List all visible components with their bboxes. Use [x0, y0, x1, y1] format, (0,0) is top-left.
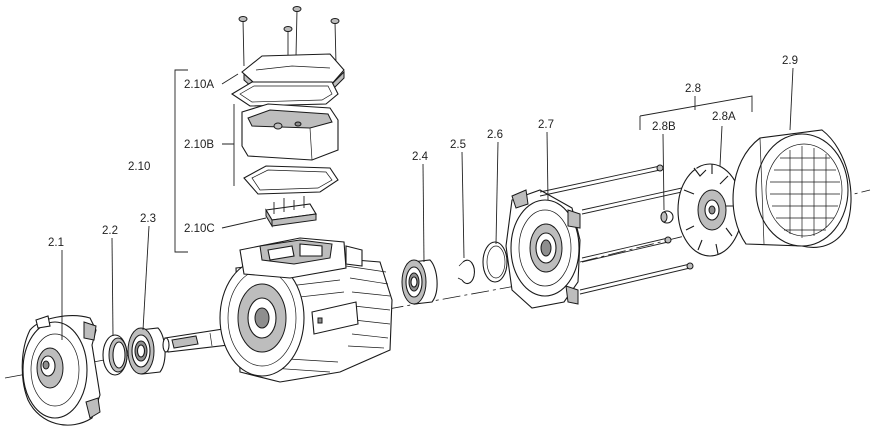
- label-2-5: 2.5: [450, 139, 466, 151]
- part-end-shield-rear: [505, 189, 581, 309]
- label-2-2: 2.2: [102, 225, 118, 237]
- label-2-10c: 2.10C: [184, 223, 215, 235]
- part-fan: [677, 163, 743, 257]
- label-2-7: 2.7: [538, 119, 554, 131]
- label-2-8a: 2.8A: [712, 111, 736, 123]
- part-motor-body: [219, 237, 393, 383]
- label-2-1: 2.1: [48, 237, 64, 249]
- part-terminal-block: [265, 196, 317, 228]
- part-fan-cover: [732, 129, 852, 248]
- callout-labels: 2.1 2.2 2.3 2.4 2.5 2.6 2.7 2.8 2.8B 2.8…: [48, 55, 798, 249]
- part-terminal-box-frame: [241, 103, 339, 161]
- part-terminal-box-gasket-bottom: [243, 165, 339, 195]
- label-2-10: 2.10: [128, 161, 150, 173]
- label-2-4: 2.4: [412, 151, 429, 163]
- part-terminal-box-gasket-top: [230, 81, 339, 107]
- label-2-10b: 2.10B: [184, 139, 214, 151]
- label-2-3: 2.3: [140, 213, 156, 225]
- part-circlip: [457, 259, 475, 285]
- label-2-8: 2.8: [685, 83, 701, 95]
- part-ring: [102, 334, 128, 376]
- label-2-9: 2.9: [782, 55, 798, 67]
- label-2-10a: 2.10A: [184, 79, 214, 91]
- label-2-6: 2.6: [487, 129, 503, 141]
- part-key: [660, 210, 674, 224]
- part-bearing-front: [127, 327, 166, 375]
- part-wave-washer: [482, 241, 508, 283]
- part-end-shield-front: [21, 315, 101, 426]
- part-bearing-rear: [401, 259, 438, 305]
- leader-lines: [61, 67, 794, 340]
- label-2-8b: 2.8B: [652, 121, 676, 133]
